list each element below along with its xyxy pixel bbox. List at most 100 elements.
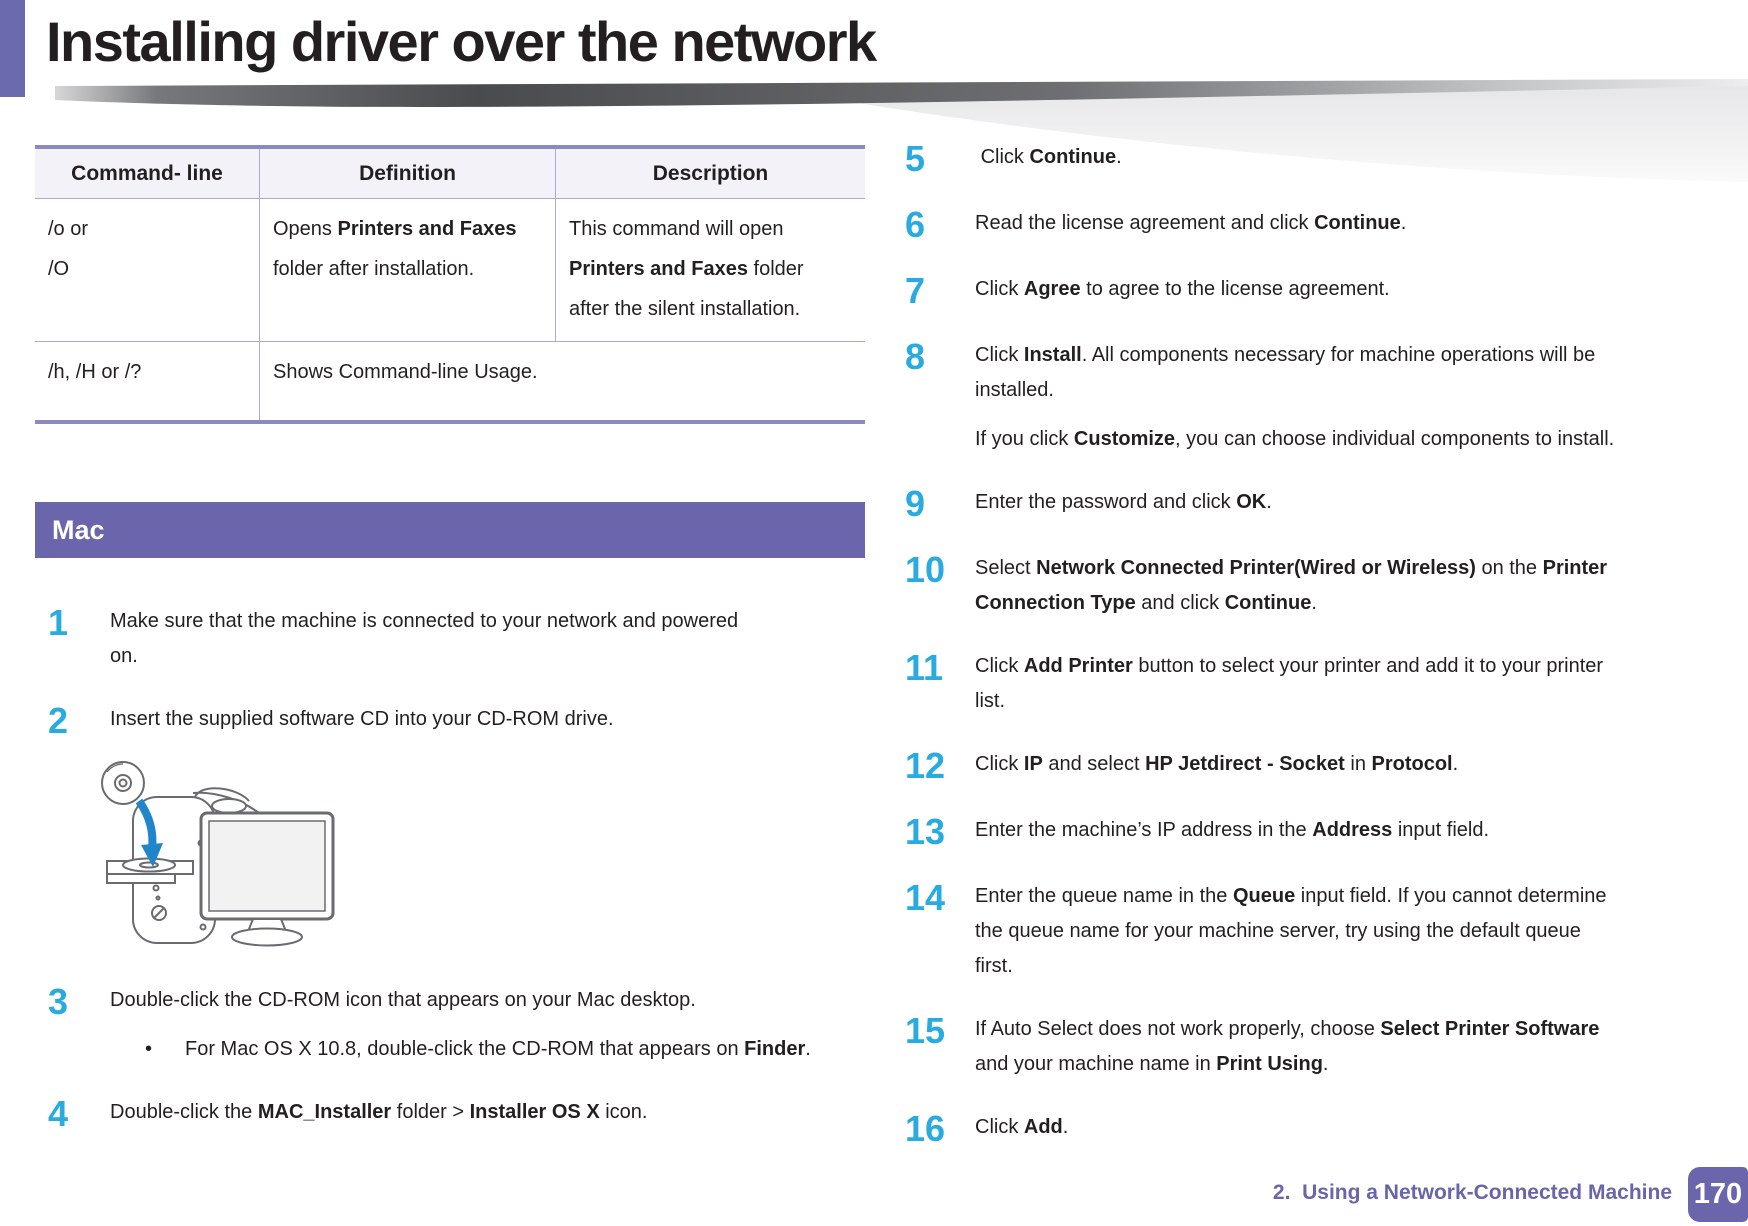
text-segment: If Auto Select does not work properly, c… bbox=[975, 1018, 1381, 1040]
step-paragraph: Double-click the MAC_Installer folder > … bbox=[110, 1095, 865, 1130]
text-segment: list. bbox=[975, 690, 1005, 712]
text-segment: input field. If you cannot determine bbox=[1295, 885, 1607, 907]
step-content: Enter the queue name in the Queue input … bbox=[975, 879, 1748, 984]
step-paragraph: Click Continue. bbox=[975, 140, 1748, 175]
text-segment: Queue bbox=[1232, 885, 1296, 907]
text-line: Click Continue. bbox=[975, 140, 1748, 175]
text-segment: Shows Command-line Usage. bbox=[273, 361, 538, 383]
step-paragraph: Select Network Connected Printer(Wired o… bbox=[975, 551, 1748, 621]
table-header-definition: Definition bbox=[260, 149, 556, 198]
text-segment: Print Using bbox=[1216, 1053, 1323, 1075]
table-row: /h, /H or /? Shows Command-line Usage. bbox=[35, 342, 865, 420]
text-segment: . bbox=[1322, 1053, 1329, 1075]
text-segment: Opens bbox=[273, 218, 338, 240]
text-segment: IP bbox=[1023, 753, 1043, 775]
text-line: folder after installation. bbox=[273, 249, 539, 289]
text-segment: Select bbox=[975, 557, 1037, 579]
step-content: Make sure that the machine is connected … bbox=[110, 604, 865, 674]
step-content: Click Agree to agree to the license agre… bbox=[975, 272, 1748, 310]
step-paragraph: Enter the password and click OK. bbox=[975, 485, 1748, 520]
steps-list-right: 5 Click Continue. 6 Read the license agree… bbox=[905, 140, 1748, 1176]
text-line: installed. bbox=[975, 373, 1748, 408]
text-segment: For Mac OS X 10.8, double-click the CD-R… bbox=[185, 1038, 745, 1060]
text-segment: , you can choose individual components t… bbox=[1175, 428, 1615, 450]
step-number: 4 bbox=[48, 1093, 69, 1134]
step-item: 1 Make sure that the machine is connected… bbox=[35, 604, 865, 674]
text-segment: Continue bbox=[1314, 212, 1401, 234]
text-segment: . bbox=[1452, 753, 1459, 775]
step-paragraph: Click Add Printer button to select your … bbox=[975, 649, 1748, 719]
text-segment: Click bbox=[975, 753, 1024, 775]
step-content: Double-click the MAC_Installer folder > … bbox=[110, 1095, 865, 1133]
text-segment: after the silent installation. bbox=[569, 298, 801, 320]
step-paragraph: Click Add. bbox=[975, 1110, 1748, 1145]
step-number: 8 bbox=[905, 336, 926, 377]
text-segment: and your machine name in bbox=[975, 1053, 1217, 1075]
step-number: 6 bbox=[905, 204, 926, 245]
step-paragraph: If Auto Select does not work properly, c… bbox=[975, 1012, 1748, 1082]
text-line: /o or bbox=[48, 209, 243, 249]
text-segment: Select Printer Software bbox=[1380, 1018, 1600, 1040]
step-content: Read the license agreement and click Con… bbox=[975, 206, 1748, 244]
step-item: 2 Insert the supplied software CD into yo… bbox=[35, 702, 865, 955]
step-paragraph: If you click Customize, you can choose i… bbox=[975, 422, 1748, 457]
text-segment: Insert the supplied software CD into you… bbox=[110, 708, 614, 730]
text-line: Insert the supplied software CD into you… bbox=[110, 702, 865, 737]
text-line: Enter the machine’s IP address in the Ad… bbox=[975, 813, 1748, 848]
text-segment: /O bbox=[48, 258, 70, 280]
text-segment: HP Jetdirect - Socket bbox=[1145, 753, 1345, 775]
text-segment: Click bbox=[975, 278, 1024, 300]
text-segment: . bbox=[805, 1038, 811, 1060]
command-line-table: Command- line Definition Description /o … bbox=[35, 145, 865, 424]
text-segment: installed. bbox=[975, 379, 1054, 401]
text-line: list. bbox=[975, 684, 1748, 719]
step-content: Click Install. All components necessary … bbox=[975, 338, 1748, 457]
text-segment: icon. bbox=[599, 1101, 648, 1123]
text-segment: button to select your printer and add it… bbox=[1132, 655, 1604, 677]
page-title: Installing driver over the network bbox=[46, 9, 877, 73]
text-segment: Double-click the CD-ROM icon that appear… bbox=[110, 989, 696, 1011]
step-paragraph: Read the license agreement and click Con… bbox=[975, 206, 1748, 241]
text-segment: Connection Type bbox=[975, 592, 1136, 614]
step-item: 8 Click Install. All components necessary… bbox=[905, 338, 1748, 457]
text-segment: Continue bbox=[1224, 592, 1312, 614]
step-number: 7 bbox=[905, 270, 926, 311]
text-segment: . bbox=[1116, 146, 1122, 168]
text-line: Enter the queue name in the Queue input … bbox=[975, 879, 1748, 914]
step-number: 1 bbox=[48, 602, 69, 643]
text-line: Click Agree to agree to the license agre… bbox=[975, 272, 1748, 307]
text-segment: . bbox=[1311, 592, 1317, 614]
mac-cd-insert-illustration bbox=[101, 761, 335, 947]
text-segment: folder bbox=[747, 258, 804, 280]
step-paragraph: Enter the queue name in the Queue input … bbox=[975, 879, 1748, 984]
text-line: If Auto Select does not work properly, c… bbox=[975, 1012, 1748, 1047]
text-segment: . bbox=[1400, 212, 1407, 234]
text-segment: to agree to the license agreement. bbox=[1080, 278, 1390, 300]
step-item: 5 Click Continue. bbox=[905, 140, 1748, 178]
text-line: Opens Printers and Faxes bbox=[273, 209, 539, 249]
title-accent-bar bbox=[0, 0, 25, 97]
text-line: and your machine name in Print Using. bbox=[975, 1047, 1748, 1082]
text-line: Select Network Connected Printer(Wired o… bbox=[975, 551, 1748, 586]
step-content: Click IP and select HP Jetdirect - Socke… bbox=[975, 747, 1748, 785]
text-segment: Double-click the bbox=[110, 1101, 258, 1123]
text-line: Double-click the MAC_Installer folder > … bbox=[110, 1095, 865, 1130]
table-header-row: Command- line Definition Description bbox=[35, 149, 865, 199]
step-paragraph: Enter the machine’s IP address in the Ad… bbox=[975, 813, 1748, 848]
step-content: Enter the machine’s IP address in the Ad… bbox=[975, 813, 1748, 851]
step-content: If Auto Select does not work properly, c… bbox=[975, 1012, 1748, 1082]
text-line: Printers and Faxes folder bbox=[569, 249, 849, 289]
step-number: 2 bbox=[48, 700, 69, 741]
step-paragraph: Click IP and select HP Jetdirect - Socke… bbox=[975, 747, 1748, 782]
text-line: Click Add. bbox=[975, 1110, 1748, 1145]
text-segment: This command will open bbox=[569, 218, 784, 240]
table-cell: /h, /H or /? bbox=[35, 342, 260, 420]
text-segment: MAC_Installer bbox=[257, 1101, 392, 1123]
text-segment: If you click bbox=[975, 428, 1074, 450]
